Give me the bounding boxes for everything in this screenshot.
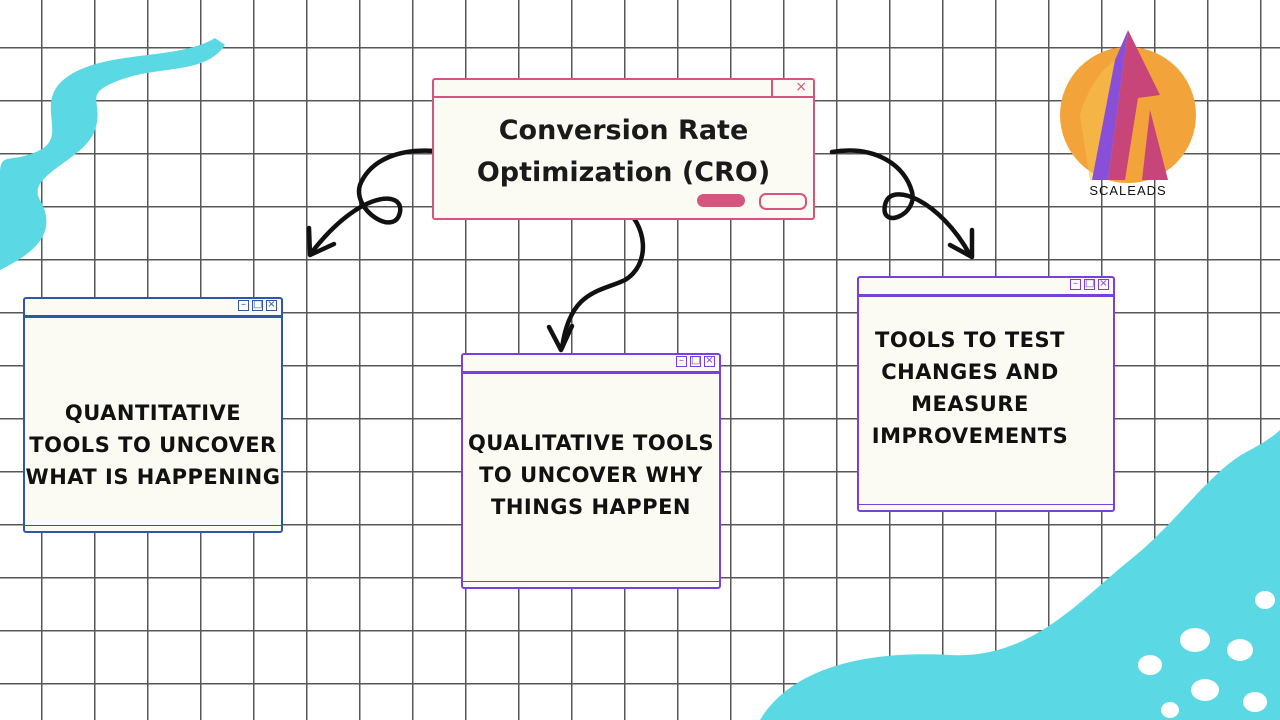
minimize-icon[interactable]: – [1070, 279, 1081, 290]
window-toolbar-line [463, 373, 719, 374]
minimize-icon[interactable]: – [238, 300, 249, 311]
window-title-bar [25, 299, 281, 317]
secondary-button[interactable] [759, 193, 807, 210]
minimize-icon[interactable]: – [676, 356, 687, 367]
arrow-center [559, 199, 646, 351]
window-title-bar [434, 80, 813, 98]
card-text: Quantitative tools to uncover what is ha… [25, 401, 281, 489]
title-bar-divider [771, 80, 773, 96]
close-icon[interactable]: × [1098, 278, 1109, 290]
card-text: Tools to test changes and measure improv… [871, 328, 1069, 448]
window-footer-line [25, 525, 281, 526]
window-controls: – □ × [1070, 279, 1109, 290]
close-icon[interactable]: × [704, 355, 715, 367]
connector-arrows [306, 148, 975, 353]
window-footer-line [463, 581, 719, 582]
maximize-icon[interactable]: □ [1084, 278, 1095, 290]
arrow-left [309, 148, 448, 255]
cyan-squiggle-shape [0, 38, 225, 270]
maximize-icon[interactable]: □ [690, 355, 701, 367]
maximize-icon[interactable]: □ [252, 299, 263, 311]
window-title-bar [463, 355, 719, 373]
primary-button[interactable] [697, 194, 745, 207]
window-controls: – □ × [676, 356, 715, 367]
window-title-bar [859, 278, 1113, 296]
main-title-window: × Conversion Rate Optimization (CRO) [432, 78, 815, 220]
testing-card: – □ × Tools to test changes and measure … [857, 276, 1115, 512]
page-title: Conversion Rate Optimization (CRO) [476, 115, 771, 188]
window-controls: – □ × [238, 300, 277, 311]
logo-text: SCALEADS [1089, 183, 1167, 198]
window-toolbar-line [859, 296, 1113, 297]
close-icon[interactable]: × [266, 299, 277, 311]
blob-dots [1138, 591, 1275, 718]
close-icon[interactable]: × [795, 79, 807, 95]
card-text: Qualitative tools to uncover why things … [467, 431, 715, 519]
window-footer-line [859, 504, 1113, 505]
window-toolbar-line [25, 317, 281, 318]
quantitative-card: – □ × Quantitative tools to uncover what… [23, 297, 283, 533]
qualitative-card: – □ × Qualitative tools to uncover why t… [461, 353, 721, 589]
logo-mark [1060, 30, 1196, 183]
arrow-right [829, 148, 973, 258]
cyan-blob-shape [760, 430, 1280, 720]
window-controls: × [795, 79, 807, 95]
